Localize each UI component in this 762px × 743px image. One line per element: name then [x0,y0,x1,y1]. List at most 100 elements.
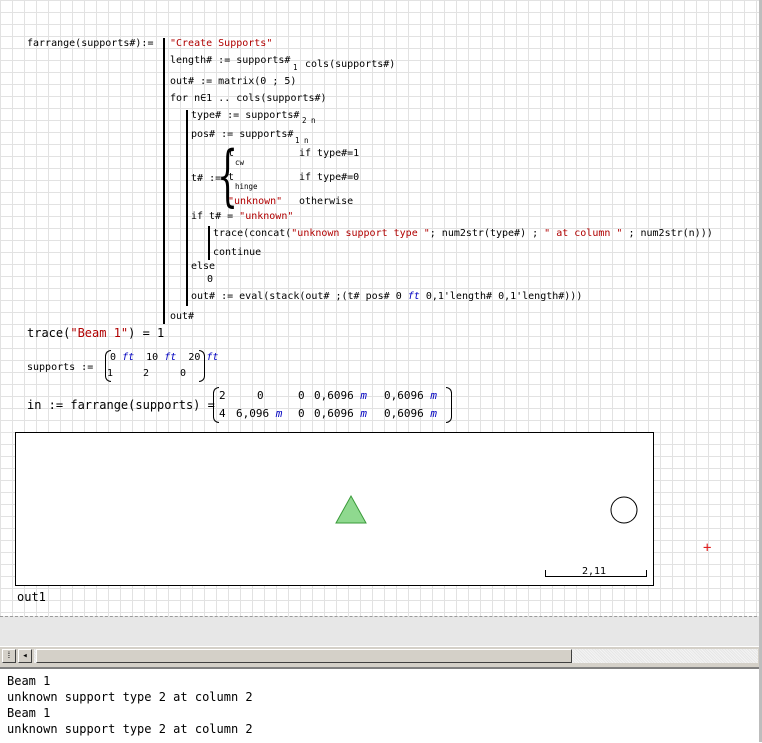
in-row-1-c4: 0,6096 m [314,390,367,402]
in-cell: 6,096 [236,407,269,420]
function-arg: supports# [81,38,135,49]
program-line-continue[interactable]: continue [213,247,261,259]
in-row-2-c2: 6,096 m [236,408,282,420]
in-cell: 0,6096 [384,407,424,420]
supports-row-2-cell-1: 1 [107,368,113,380]
program-line-type[interactable]: type# := supports# [191,110,299,122]
beam-plot[interactable] [15,432,654,586]
worksheet[interactable]: farrange(supports#):= "Create Supports" … [0,0,762,616]
case1-value: t [228,148,234,160]
cursor-crosshair-icon: + [703,541,711,555]
trace-line: Beam 1 [7,705,50,721]
program-line-out[interactable]: out# := eval(stack(out# ;(t# pos# 0 ft 0… [191,291,582,303]
function-definition-label[interactable]: farrange(supports#):= [27,38,153,50]
in-row-1-c2: 0 [257,390,264,402]
pos-subscript: 1 n [295,135,309,147]
in-bracket-right [446,387,452,423]
supports-definition[interactable]: supports := [27,362,93,374]
if-expr: if t# = [191,211,239,222]
type-lhs: type# [191,110,221,121]
in-cell: 2 [219,389,226,402]
in-evaluation[interactable]: in := farrange(supports) = [27,398,215,412]
in-row-2-c1: 4 [219,408,226,420]
supports-row-1: 0 ft 10 ft 20 ft [110,352,218,364]
case1-condition: if type#=1 [299,148,359,160]
length-lhs: length# [170,55,212,66]
program-line-length[interactable]: length# := supports# [170,55,290,67]
program-line-for[interactable]: for n∈1 .. cols(supports#) [170,93,327,105]
t-var: t# [191,173,203,184]
type-subscript: 2 n [302,115,316,127]
trace-call-c: ; num2str(n))) [622,228,712,239]
horizontal-scrollbar[interactable]: ⁞ ◂ [0,646,762,668]
in-cell: 0,6096 [314,389,354,402]
trace-result: ) = 1 [128,326,164,340]
out-unit: ft [408,291,420,302]
beam-plot-canvas [16,433,653,585]
trace-expression[interactable]: trace("Beam 1") = 1 [27,326,164,340]
fixed-support-triangle-icon [336,496,366,523]
scroll-thumb[interactable] [36,649,572,663]
for-keyword: for [170,93,188,104]
program-line-else[interactable]: else [191,261,215,273]
supports-row-2-cell-3: 0 [180,368,186,380]
trace-arg: "Beam 1" [70,326,128,340]
out-expr-b: 0,1'length# 0,1'length#))) [420,291,583,302]
in-row-1-c5: 0,6096 m [384,390,437,402]
for-range: 1 .. cols(supports#) [206,93,326,104]
plot-scale-label: 2,11 [582,566,606,578]
in-unit: m [360,407,367,420]
supports-cell: 0 [110,352,116,363]
program-line-trace[interactable]: trace(concat("unknown support type "; nu… [213,228,713,240]
function-name: farrange [27,38,75,49]
trace-call-b: ; num2str(type#) ; [430,228,544,239]
trace-string-1: "unknown support type " [291,228,429,239]
supports-unit: ft [164,352,176,363]
in-cell: 0,6096 [314,407,354,420]
in-row-1: 2 [219,390,226,402]
supports-unit: ft [122,352,134,363]
in-unit: m [430,389,437,402]
trace-line: unknown support type 2 at column 2 [7,721,253,737]
in-unit: m [276,407,283,420]
program-line-matrix[interactable]: out# := matrix(0 ; 5) [170,76,296,88]
page-separator [0,616,762,647]
length-rhs: supports# [236,55,290,66]
trace-fn: trace( [27,326,70,340]
in-row-1-c3: 0 [298,390,305,402]
in-row-2-c4: 0,6096 m [314,408,367,420]
pos-rhs: supports# [239,129,293,140]
case2-condition: if type#=0 [299,172,359,184]
case2-subscript: hinge [235,181,258,193]
program-line-return[interactable]: out# [170,311,194,323]
program-bar-outer [163,38,165,324]
in-cell: 0,6096 [384,389,424,402]
program-line-comment[interactable]: "Create Supports" [170,38,272,50]
length-subscript: 1 [293,62,298,74]
scroll-split-button[interactable]: ⁞ [2,649,16,663]
trace-line: unknown support type 2 at column 2 [7,689,253,705]
program-line-zero[interactable]: 0 [207,274,213,286]
length-cols: cols(supports#) [305,59,395,71]
trace-call-a: trace(concat( [213,228,291,239]
in-row-2-c3: 0 [298,408,305,420]
supports-cell: 20 [188,352,200,363]
case1-subscript: cw [235,157,244,169]
type-rhs: supports# [245,110,299,121]
in-unit: m [360,389,367,402]
in-row-2-c5: 0,6096 m [384,408,437,420]
case3-condition: otherwise [299,196,353,208]
program-line-pos[interactable]: pos# := supports# [191,129,293,141]
assign-op: := [141,38,153,49]
scroll-left-button[interactable]: ◂ [18,649,32,663]
in-unit: m [430,407,437,420]
program-line-if[interactable]: if t# = "unknown" [191,211,293,223]
case2-value: t [228,172,234,184]
trace-string-2: " at column " [544,228,622,239]
hinge-support-circle-icon [611,497,637,523]
pos-lhs: pos# [191,129,215,140]
if-string: "unknown" [239,211,293,222]
trace-window[interactable]: Beam 1 unknown support type 2 at column … [0,668,762,743]
plot-caption: out1 [17,590,46,604]
program-bar-if [208,226,210,260]
